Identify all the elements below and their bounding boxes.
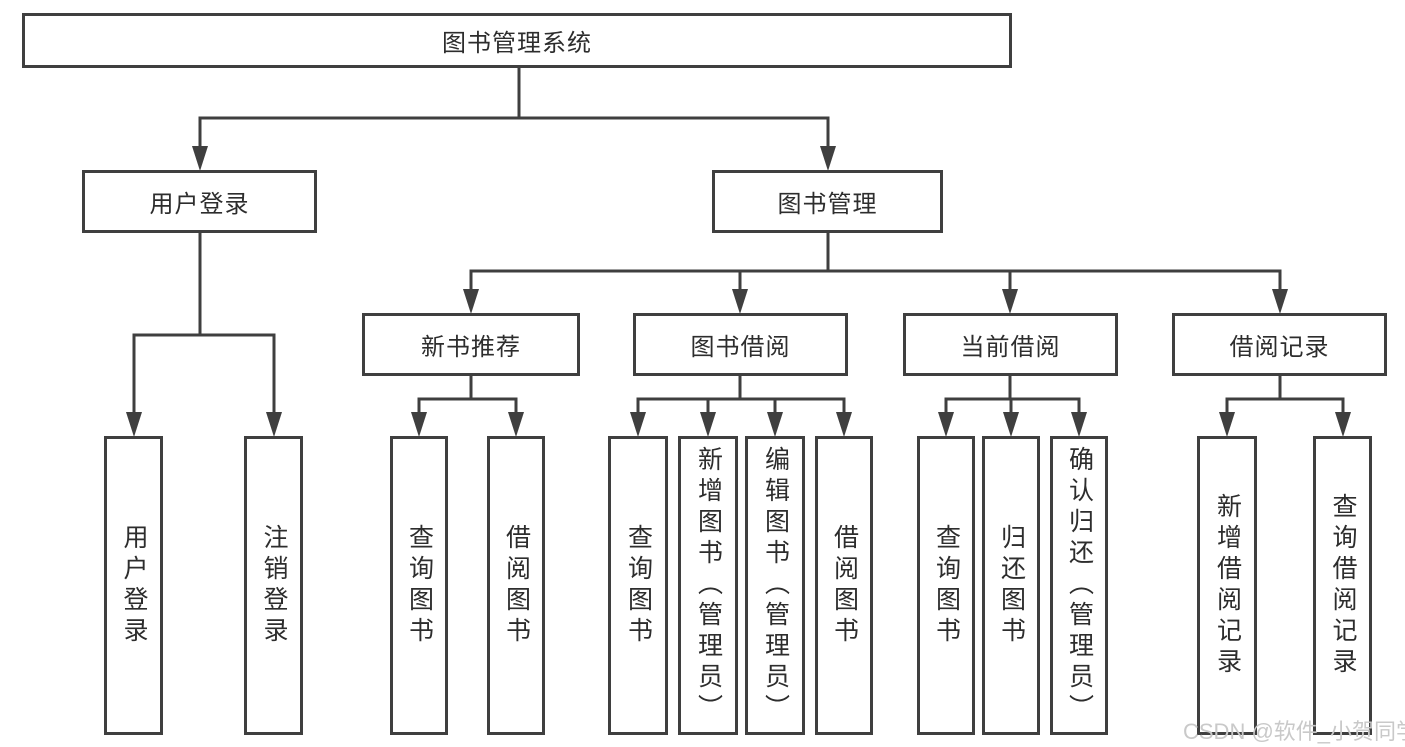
leaf-logout: 注销登录 [244, 436, 303, 735]
node-library-management-system: 图书管理系统 [22, 13, 1012, 68]
leaf-user-login: 用户登录 [104, 436, 163, 735]
leaf-add-borrow-record: 新增借阅记录 [1197, 436, 1257, 735]
node-new-book-recommend: 新书推荐 [362, 313, 580, 376]
leaf-confirm-return-admin-label: 确认归还（管理员） [1065, 446, 1094, 725]
leaf-query-books-borrow: 查询图书 [608, 436, 668, 735]
leaf-query-books-recommend: 查询图书 [390, 436, 448, 735]
leaf-add-book-admin-label: 新增图书（管理员） [694, 446, 723, 725]
leaf-borrow-books-recommend: 借阅图书 [487, 436, 545, 735]
node-user-login: 用户登录 [82, 170, 317, 233]
node-current-borrow: 当前借阅 [903, 313, 1118, 376]
leaf-confirm-return-admin: 确认归还（管理员） [1050, 436, 1108, 735]
leaf-query-books-borrow-label: 查询图书 [624, 523, 653, 648]
leaf-query-borrow-record: 查询借阅记录 [1313, 436, 1372, 735]
leaf-add-borrow-record-label: 新增借阅记录 [1213, 492, 1242, 679]
leaf-query-borrow-record-label: 查询借阅记录 [1329, 492, 1357, 679]
leaf-edit-book-admin: 编辑图书（管理员） [745, 436, 805, 735]
leaf-query-books-current-label: 查询图书 [932, 523, 961, 648]
leaf-add-book-admin: 新增图书（管理员） [678, 436, 738, 735]
leaf-logout-label: 注销登录 [260, 523, 288, 648]
node-book-borrow: 图书借阅 [633, 313, 848, 376]
leaf-borrow-books-recommend-label: 借阅图书 [502, 523, 531, 648]
leaf-query-books-recommend-label: 查询图书 [405, 523, 434, 648]
node-book-management: 图书管理 [712, 170, 943, 233]
leaf-return-books: 归还图书 [982, 436, 1040, 735]
node-borrow-records: 借阅记录 [1172, 313, 1387, 376]
leaf-query-books-current: 查询图书 [917, 436, 975, 735]
leaf-return-books-label: 归还图书 [997, 523, 1026, 648]
csdn-watermark: CSDN @软件_小贺同学 [1183, 719, 1405, 744]
leaf-edit-book-admin-label: 编辑图书（管理员） [761, 446, 790, 725]
leaf-borrow-books-label: 借阅图书 [830, 523, 859, 648]
leaf-user-login-label: 用户登录 [120, 523, 148, 648]
leaf-borrow-books: 借阅图书 [815, 436, 873, 735]
